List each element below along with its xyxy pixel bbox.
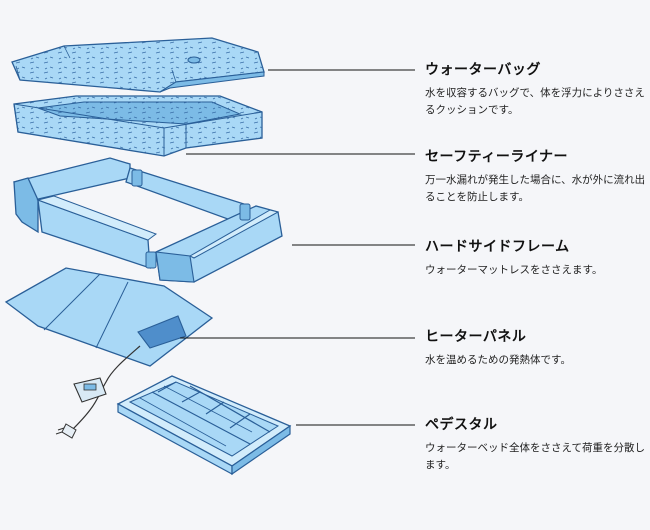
corner-connector-icon: [131, 169, 143, 187]
callout-water-bag: ウォーターバッグ 水を収容するバッグで、体を浮力によりささえるクッションです。: [425, 61, 650, 119]
callout-hard-side-frame: ハードサイドフレーム ウォーターマットレスをささえます。: [425, 238, 650, 279]
valve-cap-icon: [187, 56, 201, 64]
pedestal-illustration: [116, 375, 292, 476]
part-description: 万一水漏れが発生した場合に、水が外に流れ出ることを防止します。: [425, 174, 646, 203]
water-bag-illustration: [11, 37, 265, 93]
callout-safety-liner: セーフティーライナー 万一水漏れが発生した場合に、水が外に流れ出ることを防止しま…: [425, 148, 650, 206]
corner-connector-icon: [239, 203, 251, 221]
part-title: ヒーターパネル: [425, 329, 527, 345]
safety-liner-illustration: [13, 95, 263, 157]
thermostat-controller-icon: [73, 377, 107, 403]
callout-pedestal: ペデスタル ウォーターベッド全体をささえて荷重を分散します。: [425, 416, 650, 474]
part-description: ウォーターマットレスをささえます。: [425, 264, 603, 276]
part-title: セーフティーライナー: [425, 149, 569, 165]
heating-element-icon: [137, 315, 187, 349]
hard-side-frame-illustration: [13, 157, 283, 283]
leader-lines: [180, 69, 415, 426]
corner-connector-icon: [145, 251, 157, 269]
part-title: ペデスタル: [425, 417, 498, 433]
part-description: ウォーターベッド全体をささえて荷重を分散します。: [425, 442, 645, 471]
part-description: 水を収容するバッグで、体を浮力によりささえるクッションです。: [425, 87, 645, 116]
part-title: ウォーターバッグ: [425, 62, 541, 78]
callout-heater-panel: ヒーターパネル 水を温めるための発熱体です。: [425, 328, 650, 369]
heater-panel-illustration: [4, 267, 214, 439]
part-title: ハードサイドフレーム: [425, 239, 570, 255]
power-plug-icon: [55, 423, 77, 439]
part-description: 水を温めるための発熱体です。: [425, 354, 571, 366]
